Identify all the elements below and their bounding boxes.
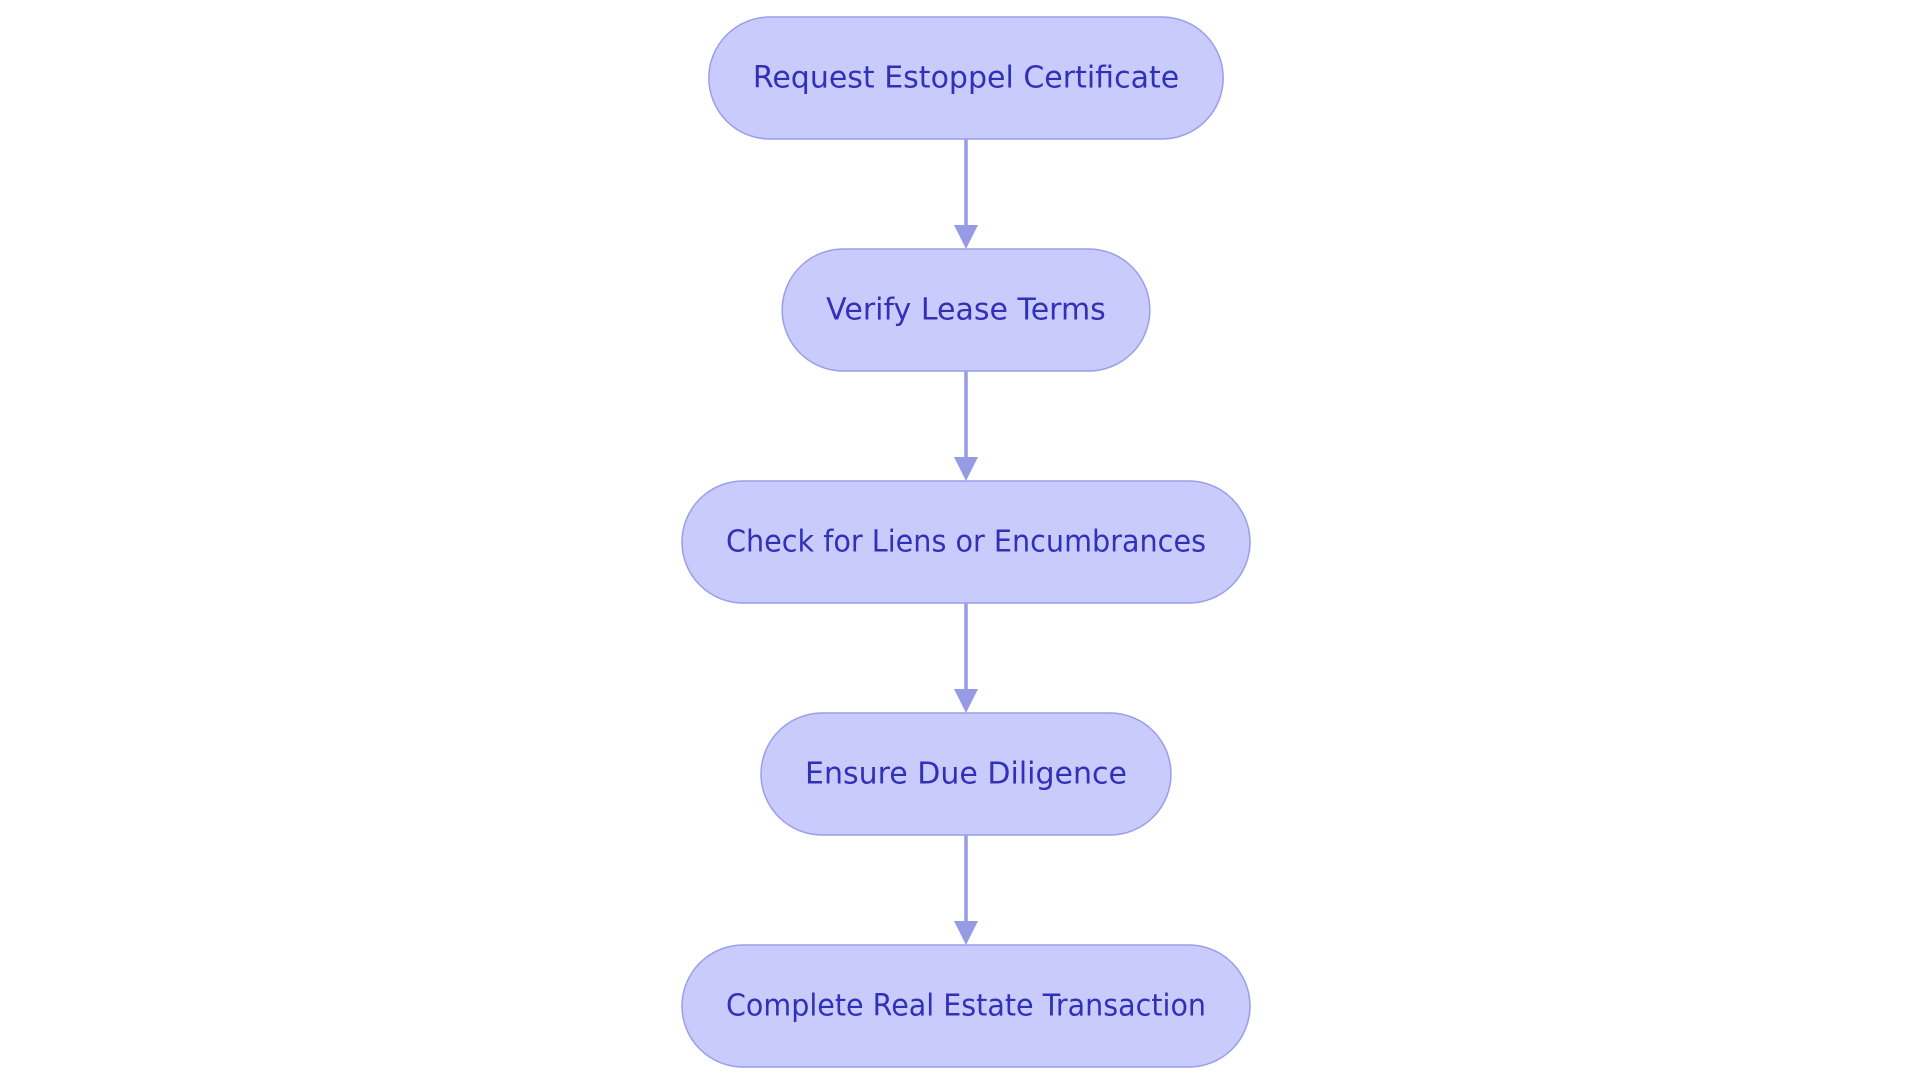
flow-arrow-request-to-verify xyxy=(954,139,978,249)
arrow-head-icon xyxy=(954,921,978,945)
flow-node-ensure: Ensure Due Diligence xyxy=(760,712,1172,836)
node-pill-request xyxy=(708,16,1224,140)
node-pill-check xyxy=(681,480,1251,604)
node-label-request: Request Estoppel Certificate xyxy=(753,61,1179,96)
flow-node-verify: Verify Lease Terms xyxy=(781,248,1151,372)
node-label-complete: Complete Real Estate Transaction xyxy=(726,989,1206,1024)
node-pill-ensure xyxy=(760,712,1172,836)
flow-node-complete: Complete Real Estate Transaction xyxy=(681,944,1251,1068)
flow-node-check: Check for Liens or Encumbrances xyxy=(681,480,1251,604)
flow-arrow-verify-to-check xyxy=(954,371,978,481)
arrow-head-icon xyxy=(954,457,978,481)
arrow-head-icon xyxy=(954,689,978,713)
node-pill-complete xyxy=(681,944,1251,1068)
edges-layer xyxy=(954,139,978,945)
flow-arrow-check-to-ensure xyxy=(954,603,978,713)
flow-node-request: Request Estoppel Certificate xyxy=(708,16,1224,140)
arrow-head-icon xyxy=(954,225,978,249)
node-label-check: Check for Liens or Encumbrances xyxy=(726,525,1206,560)
node-label-ensure: Ensure Due Diligence xyxy=(805,757,1127,792)
node-label-verify: Verify Lease Terms xyxy=(826,293,1106,328)
node-pill-verify xyxy=(781,248,1151,372)
flow-arrow-ensure-to-complete xyxy=(954,835,978,945)
